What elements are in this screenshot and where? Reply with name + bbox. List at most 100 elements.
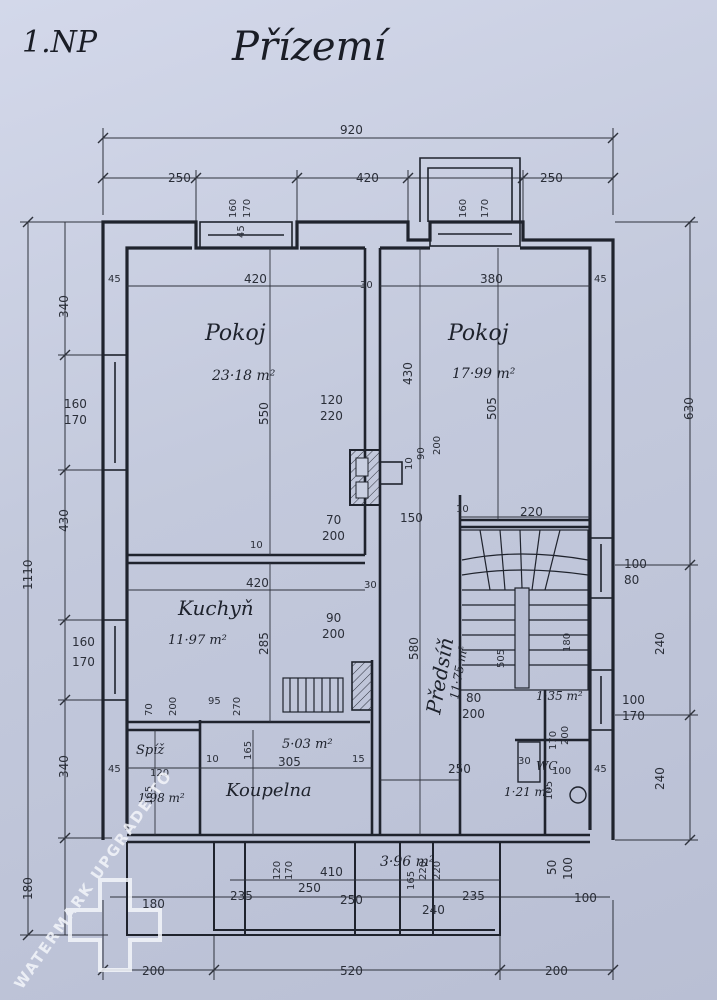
watermark: WATERMARK UPGRADE TO [11, 767, 176, 993]
dim-lwin1-top: 160 [64, 397, 87, 411]
dim-right-seg-2: 240 [653, 767, 667, 790]
dim-rwin2-bottom: 170 [622, 709, 645, 723]
side-windows [102, 354, 614, 731]
top-windows [199, 157, 521, 249]
dim-rwin2-top: 100 [622, 693, 645, 707]
dim-bay2-top: 160 [458, 199, 469, 218]
room-dimensions: 420 550 380 505 420 285 120 165 305 165 … [144, 272, 503, 805]
dim-porch-7: 165 [406, 871, 417, 890]
dim-room3-depth: 285 [257, 632, 271, 655]
dim-room5-depth: 165 [243, 741, 254, 760]
dim-bay1-bottom: 170 [242, 199, 253, 218]
dim-porch-3: 250 [340, 893, 363, 907]
dim-opening-11: 200 [462, 707, 485, 721]
dim-opening-4: 200 [322, 529, 345, 543]
dim-stair-4: 200 [560, 726, 571, 745]
dim-wall-10: 10 [206, 754, 219, 765]
dim-opening-7: 10 [404, 457, 415, 470]
chimney [349, 449, 403, 711]
dim-porch-12: 120 [272, 861, 283, 880]
dim-stair-5: 100 [552, 766, 571, 777]
dim-room1-depth: 550 [257, 402, 271, 425]
room-7-name: WC [536, 759, 558, 773]
interior-dim-lines [127, 248, 590, 881]
floor-title: Přízemí [231, 24, 392, 70]
dim-wall-5: 10 [250, 540, 263, 551]
dim-room2-depth: 505 [485, 397, 499, 420]
dimension-labels: 920 250 420 250 160 170 160 170 1110 340… [21, 123, 696, 978]
dim-top-seg-1: 250 [168, 171, 191, 185]
dim-opening-6: 200 [322, 627, 345, 641]
watermark-text: WATERMARK UPGRADE TO [11, 767, 176, 993]
dim-lwin2-top: 160 [72, 635, 95, 649]
dim-room4-width: 120 [150, 768, 169, 779]
dim-wall-2: 30 [360, 280, 373, 291]
dim-rwin1-top: 100 [624, 557, 647, 571]
dim-room2-width: 380 [480, 272, 503, 286]
dim-stair-6: 30 [518, 756, 531, 767]
dim-opening-2: 220 [320, 409, 343, 423]
dim-room6-depth: 580 [407, 637, 421, 660]
dim-overall-right: 630 [682, 397, 696, 420]
dim-stair-3: 170 [548, 731, 559, 750]
room-1-area: 23·18 m² [211, 368, 276, 384]
room-8-area: 1·35 m² [536, 689, 583, 703]
sanitary-fixtures [517, 741, 587, 804]
dim-room1-width: 420 [244, 272, 267, 286]
dim-porch-8: 100 [574, 891, 597, 905]
dim-left-seg-3: 340 [57, 755, 71, 778]
dim-opening-1: 120 [320, 393, 343, 407]
dim-top-seg-3: 250 [540, 171, 563, 185]
dim-porch-9: 50 [545, 860, 559, 875]
room-3-name: Kuchyň [177, 596, 254, 620]
dim-porch-6: 240 [422, 903, 445, 917]
dim-opening-15: 200 [168, 697, 179, 716]
stair-dimensions: 505 180 170 200 100 30 105 10 [456, 504, 573, 800]
dim-opening-9: 200 [432, 436, 443, 455]
dimension-ticks [22, 132, 696, 976]
room-2-area: 17·99 m² [452, 366, 516, 382]
dim-lwin1-bottom: 170 [64, 413, 87, 427]
dim-left-seg-1: 340 [57, 295, 71, 318]
dim-room5-width: 305 [278, 755, 301, 769]
staircase [459, 529, 589, 691]
dim-overall-left: 1110 [21, 559, 35, 590]
dim-bay1-top: 160 [228, 199, 239, 218]
dim-wall-3: 45 [594, 274, 607, 285]
dim-bottom-right: 200 [545, 964, 568, 978]
dim-porch-1: 410 [320, 865, 343, 879]
floor-code: 1.NP [22, 25, 98, 60]
room-4-name: Spíž [136, 743, 164, 758]
dim-porch-13: 170 [284, 861, 295, 880]
exterior-walls [101, 220, 615, 840]
room-9-area: 3·96 m² [380, 854, 435, 870]
dim-room4-depth: 165 [144, 786, 155, 805]
dim-bottom-middle: 520 [340, 964, 363, 978]
room-7-area: 1·21 m² [504, 785, 551, 799]
dim-wall-1: 45 [108, 274, 121, 285]
dim-overall-top: 920 [340, 123, 363, 137]
dim-opening-3: 70 [326, 513, 341, 527]
dim-wall-9: 30 [364, 580, 377, 591]
dim-opening-10: 80 [466, 691, 481, 705]
kitchen-fixtures [282, 677, 344, 713]
dim-opening-8: 90 [416, 447, 427, 460]
dim-wall-7: 15 [352, 754, 365, 765]
dim-opening-16: 150 [400, 511, 423, 525]
room-1-name: Pokoj [204, 321, 266, 346]
dim-porch-10: 100 [561, 857, 575, 880]
dim-stair-1: 505 [496, 649, 507, 668]
dim-porch-15: 220 [432, 861, 443, 880]
dim-bay2-bottom: 170 [480, 199, 491, 218]
dim-stair-8: 10 [456, 504, 469, 515]
terrace [126, 842, 501, 936]
dim-porch-5: 235 [462, 889, 485, 903]
dim-lwin2-bottom: 170 [72, 655, 95, 669]
room-3-area: 11·97 m² [168, 633, 227, 648]
watermark-cross-icon [68, 878, 162, 972]
dim-wall-4: 45 [236, 225, 247, 238]
dim-opening-18: 430 [401, 362, 415, 385]
dim-room6-width: 250 [448, 762, 471, 776]
